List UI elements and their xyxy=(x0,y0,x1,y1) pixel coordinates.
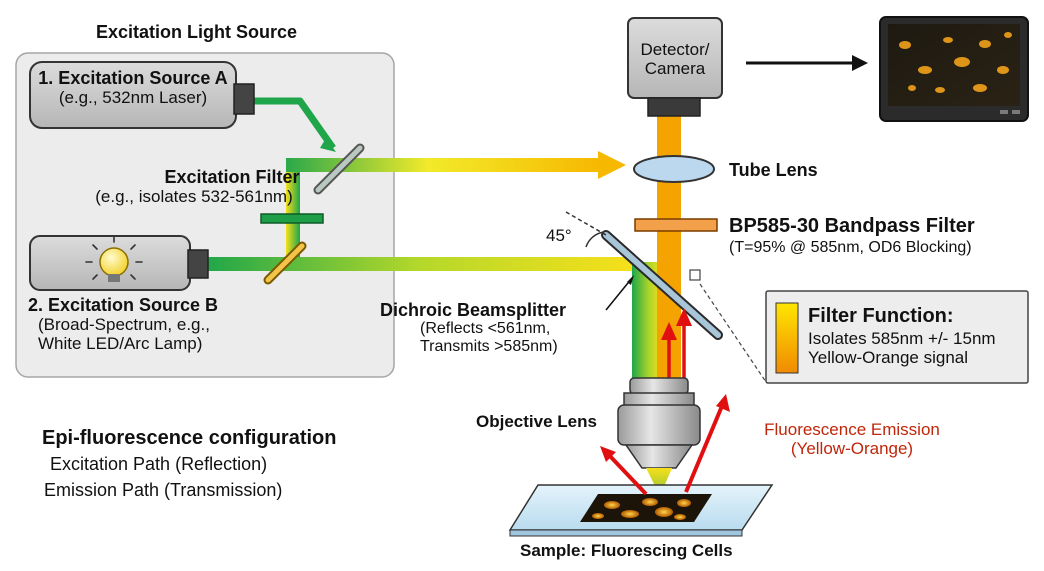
dichroic-line-2: Transmits >585nm) xyxy=(420,338,558,356)
source-a-name: 1. Excitation Source A xyxy=(38,68,228,88)
config-block: Epi-fluorescence configuration Excitatio… xyxy=(42,427,336,500)
source-panel-title: Excitation Light Source xyxy=(96,22,298,42)
excitation-filter-example: (e.g., isolates 532-561nm) xyxy=(95,187,293,207)
filter-function-box xyxy=(765,290,1029,384)
objective-lens xyxy=(617,377,701,469)
filter-function-text: Filter Function: Isolates 585nm +/- 15nm… xyxy=(808,305,996,367)
source-a-nozzle xyxy=(233,83,255,115)
top-beam-arrowhead xyxy=(598,151,626,179)
config-line-2: Emission Path (Transmission) xyxy=(44,479,283,500)
emission-line-1: Fluorescence Emission xyxy=(764,420,940,439)
excitation-beam xyxy=(204,257,636,271)
camera-mount xyxy=(647,97,701,117)
source-b-name: 2. Excitation Source B xyxy=(28,295,219,315)
bulb-icon xyxy=(85,236,143,282)
bandpass-filter xyxy=(634,218,718,232)
excitation-filter-name: Excitation Filter xyxy=(164,167,300,187)
detector-label-1: Detector/ xyxy=(640,40,710,59)
config-line-1: Excitation Path (Reflection) xyxy=(50,454,268,475)
emission-label: Fluorescence Emission (Yellow-Orange) xyxy=(736,420,968,458)
dichroic-pointer xyxy=(605,277,633,311)
filter-function-line-1: Isolates 585nm +/- 15nm xyxy=(808,329,996,349)
angle-arc xyxy=(585,231,605,248)
excitation-filter-plate xyxy=(260,213,324,224)
monitor-arrowhead xyxy=(852,55,868,71)
angle-label: 45° xyxy=(546,226,572,245)
source-a-beam xyxy=(252,97,336,151)
filter-function-swatch xyxy=(775,302,799,374)
config-title: Epi-fluorescence configuration xyxy=(42,427,337,449)
top-horizontal-beam xyxy=(286,158,602,172)
source-panel xyxy=(15,52,395,378)
dichroic-name: Dichroic Beamsplitter xyxy=(380,300,567,320)
detector-label-2: Camera xyxy=(644,59,706,79)
fluorescence-emission-arrows xyxy=(600,394,730,496)
bandpass-name: BP585-30 Bandpass Filter xyxy=(729,215,975,237)
source-a-label: 1. Excitation Source A (e.g., 532nm Lase… xyxy=(30,68,236,107)
filter-function-title: Filter Function: xyxy=(808,305,954,327)
dichroic-label: Dichroic Beamsplitter (Reflects <561nm, … xyxy=(380,300,566,356)
excitation-filter-label: Excitation Filter (e.g., isolates 532-56… xyxy=(30,167,330,206)
angle-guide-line xyxy=(565,211,607,236)
monitor-icon xyxy=(879,16,1029,122)
emission-line-2: (Yellow-Orange) xyxy=(790,439,914,459)
source-a-example: (e.g., 532nm Laser) xyxy=(58,88,208,108)
callout-anchor xyxy=(689,269,701,281)
bandpass-label: BP585-30 Bandpass Filter (T=95% @ 585nm,… xyxy=(729,215,975,257)
sample-slide xyxy=(508,484,774,537)
detector-label: Detector/ Camera xyxy=(628,40,722,78)
light-cone xyxy=(646,468,672,496)
filter-function-line-2: Yellow-Orange signal xyxy=(808,348,969,368)
source-b-nozzle xyxy=(187,249,209,279)
source-b-example-1: (Broad-Spectrum, e.g., xyxy=(38,315,210,335)
source-a-beam-arrowhead xyxy=(320,138,336,152)
tube-lens xyxy=(633,155,715,183)
sample-label: Sample: Fluorescing Cells xyxy=(520,541,733,560)
bandpass-spec: (T=95% @ 585nm, OD6 Blocking) xyxy=(729,239,972,257)
objective-label: Objective Lens xyxy=(476,412,597,431)
callout-leader xyxy=(699,283,767,383)
emission-arrows-in-beam xyxy=(661,308,692,385)
source-b-example-2: White LED/Arc Lamp) xyxy=(38,334,203,354)
source-b-label: 2. Excitation Source B (Broad-Spectrum, … xyxy=(28,295,218,353)
dichroic-line-1: (Reflects <561nm, xyxy=(420,320,551,338)
tube-lens-label: Tube Lens xyxy=(729,160,818,180)
